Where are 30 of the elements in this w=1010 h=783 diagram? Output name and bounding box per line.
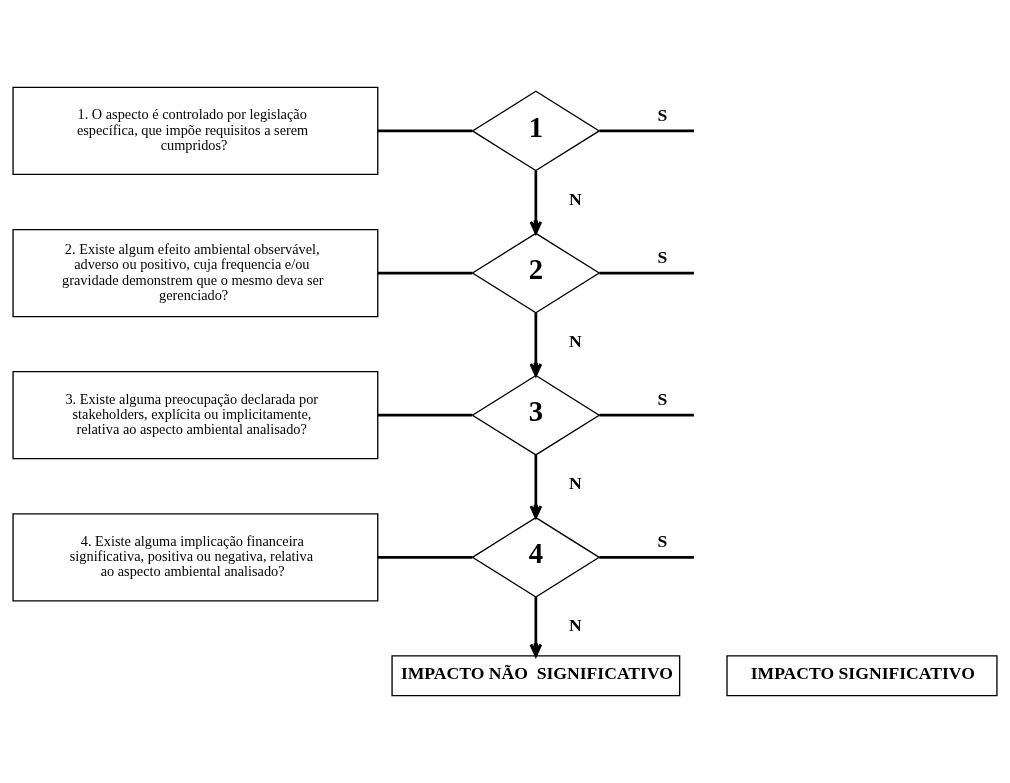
connector: [377, 271, 473, 275]
connector: [599, 555, 694, 559]
arrow: [529, 312, 543, 377]
edge-label: N: [568, 331, 582, 352]
node-box: 3. Existe alguma preocupação declarada por stakeholders, explícita ou implicitamente, relativa ao aspecto ambiental analisado?: [12, 371, 379, 460]
arrow: [529, 454, 543, 519]
connector: [599, 271, 694, 275]
edge-label: S: [657, 531, 668, 552]
node-diamond: 3: [471, 374, 601, 456]
connector: [599, 413, 694, 417]
connector: [599, 129, 694, 133]
node-diamond: 2: [471, 232, 601, 314]
edge-label: N: [568, 615, 582, 636]
edge-label: N: [568, 473, 582, 494]
arrow: [529, 597, 543, 658]
connector: [377, 129, 473, 133]
node-box: 4. Existe alguma implicação financeira significativa, positiva ou negativa, relativa ao aspecto ambiental analisado?: [12, 513, 379, 602]
edge-label: N: [568, 189, 582, 210]
node-box: IMPACTO SIGNIFICATIVO: [726, 655, 998, 697]
node-box: 2. Existe algum efeito ambiental observável, adverso ou positivo, cuja frequencia e/ou gravidade demonstrem que o mesmo deva ser gerenciado?: [12, 228, 379, 318]
node-box: IMPACTO NÃO SIGNIFICATIVO: [391, 655, 681, 697]
arrow: [529, 170, 543, 235]
node-diamond: 1: [471, 90, 601, 172]
connector: [377, 555, 473, 559]
node-box: 1. O aspecto é controlado por legislação específica, que impõe requisitos a serem cumpridos?: [12, 86, 379, 176]
connector: [377, 413, 473, 417]
edge-label: S: [657, 389, 668, 410]
edge-label: S: [657, 246, 668, 267]
node-diamond: 4: [471, 516, 601, 598]
edge-label: S: [657, 104, 668, 125]
